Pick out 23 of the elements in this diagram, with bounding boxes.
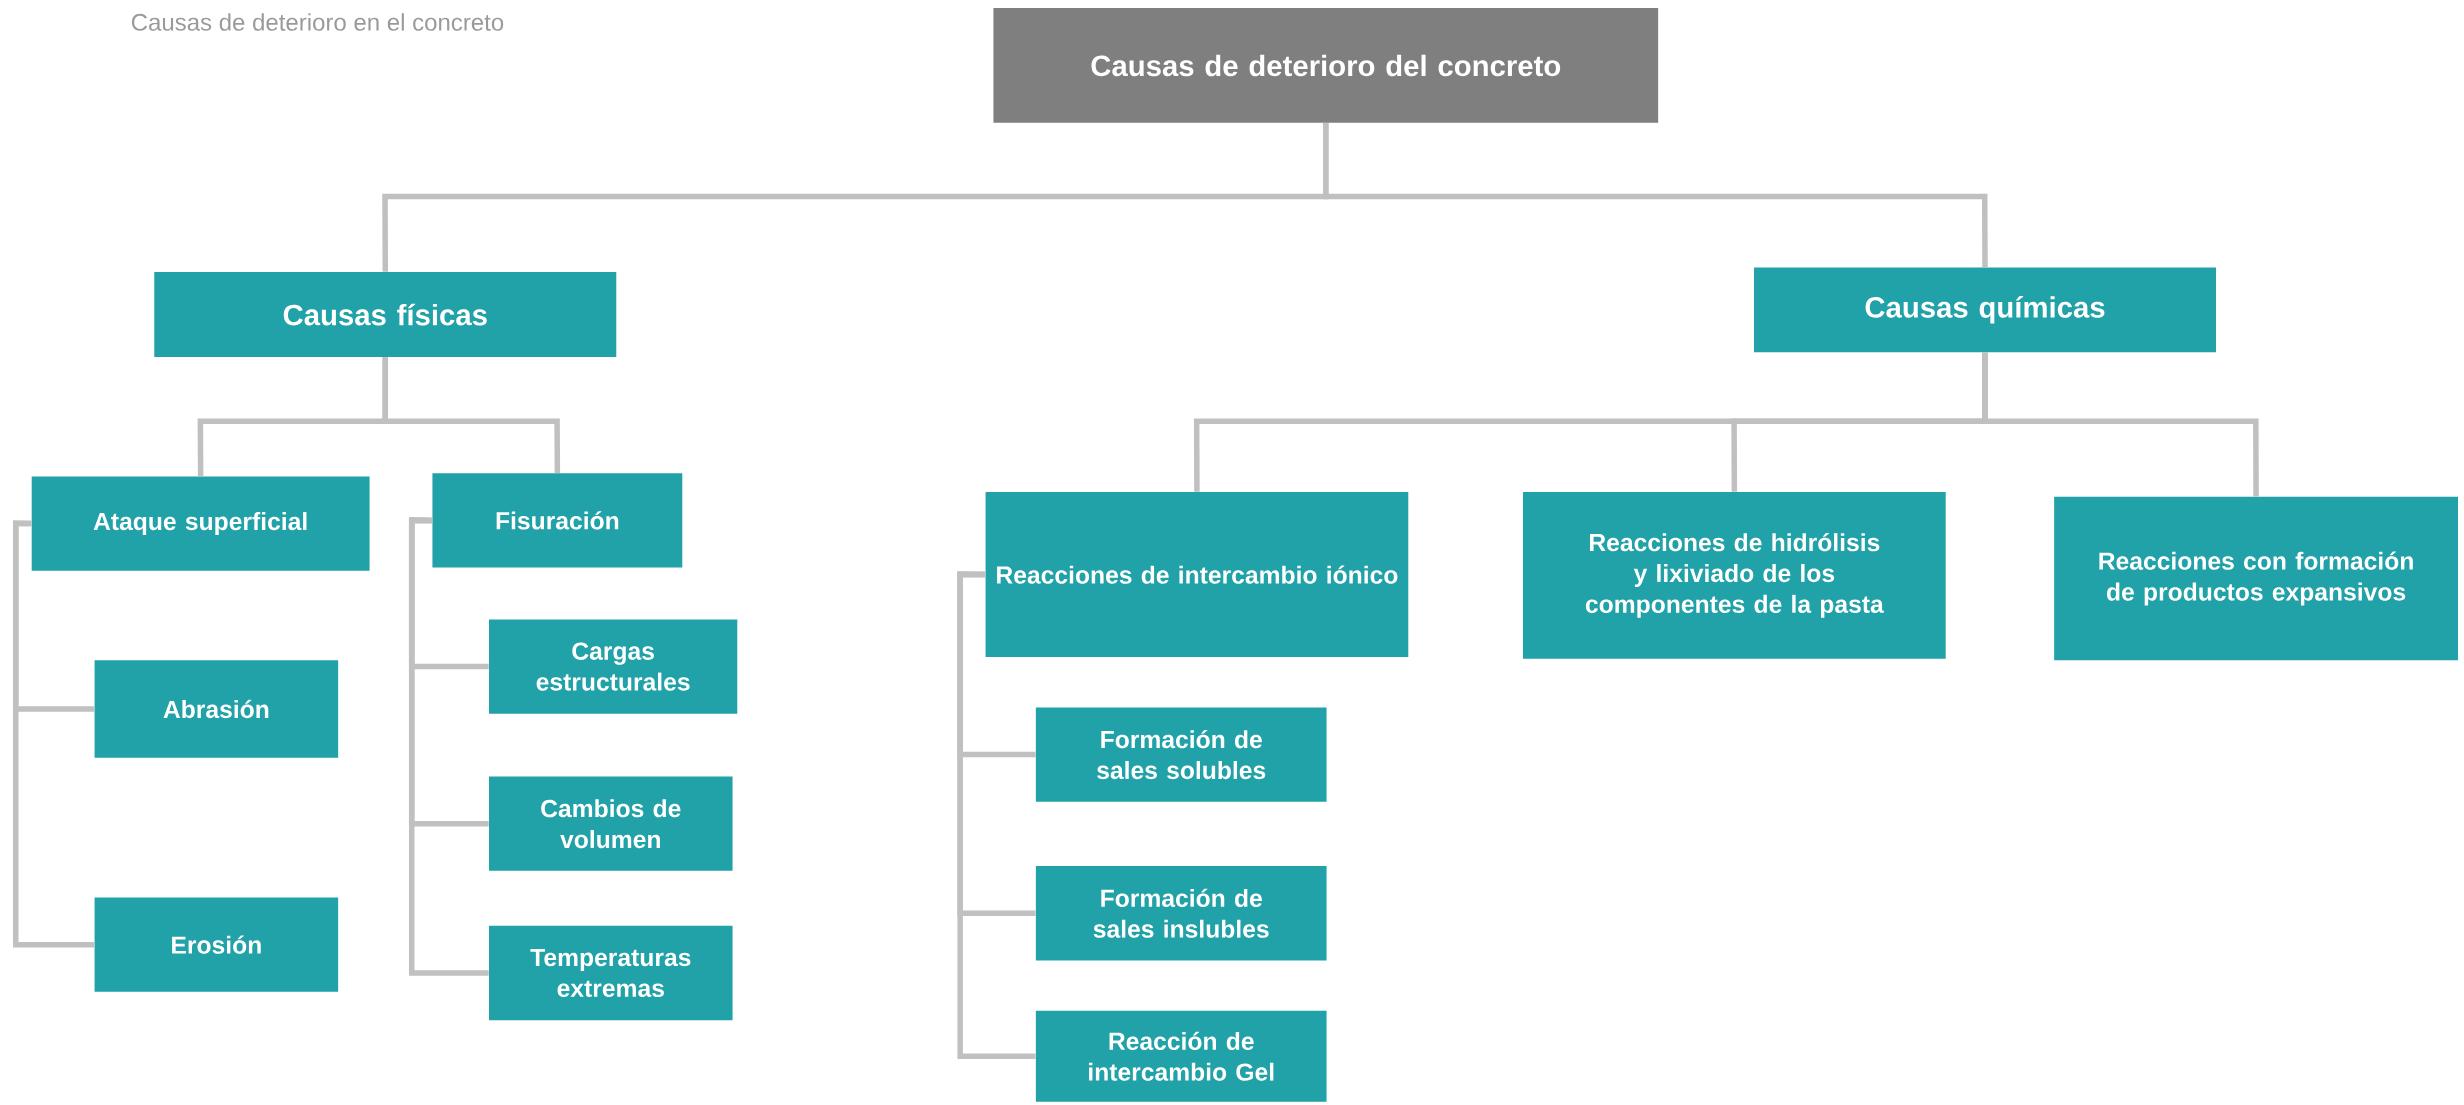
connector-line: [12, 520, 95, 948]
category-box: Cargas estructurales: [489, 619, 738, 714]
category-box: Reacciones con formación de productos expansivos: [2054, 496, 2458, 661]
connector-line: [957, 571, 1036, 1060]
title: Causas de deterioro en el concreto: [131, 13, 504, 31]
connector-line: [1323, 123, 1988, 268]
category-box: Reacción de intercambio Gel: [1035, 1010, 1327, 1102]
category-box: Formación de sales inslubles: [1035, 866, 1327, 961]
category-box: Causas físicas: [154, 272, 617, 358]
category-box: Fisuración: [432, 473, 683, 568]
category-box: Reacciones de intercambio iónico: [985, 492, 1409, 658]
category-box: Ataque superficial: [31, 476, 370, 571]
category-box: Formación de sales solubles: [1035, 707, 1327, 802]
connector-line: [382, 357, 561, 474]
connector-line: [408, 517, 489, 976]
category-box: Abrasión: [94, 660, 339, 758]
category-box: Cambios de volumen: [489, 776, 733, 871]
category-box: Temperaturas extremas: [489, 926, 733, 1021]
category-box: Causas químicas: [1754, 267, 2216, 353]
heading-box: Causas de deterioro del concreto: [993, 8, 1659, 123]
category-box: Erosión: [94, 897, 339, 992]
connector-line: [1982, 352, 2259, 497]
category-box: Reacciones de hidrólisis y lixiviado de los componentes de la pasta: [1523, 492, 1946, 659]
